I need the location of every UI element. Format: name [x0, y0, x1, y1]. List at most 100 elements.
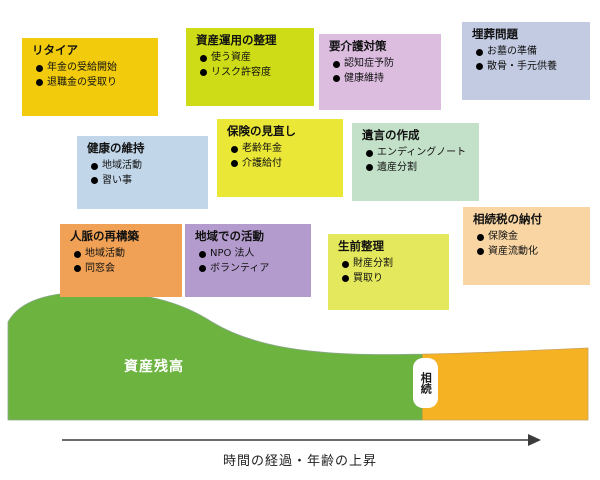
- bullet-icon: [91, 177, 98, 185]
- card-title: 人脈の再構築: [70, 229, 139, 243]
- bullet-icon: [199, 265, 206, 273]
- card-list-item: 使う資産: [200, 51, 306, 66]
- card-list-item: エンディングノート: [366, 146, 471, 161]
- balance-area-group: [7, 291, 589, 421]
- card-title: 健康の維持: [87, 141, 145, 155]
- card-will[interactable]: 遺言の作成エンディングノート遺産分割: [352, 123, 479, 201]
- card-list-item: 健康維持: [333, 72, 433, 87]
- card-item-list: 地域活動同窓会: [68, 247, 174, 276]
- time-axis-caption: 時間の経過・年齢の上昇: [222, 454, 377, 469]
- bullet-icon: [36, 79, 43, 87]
- card-item-list: 老齢年金介護給付: [225, 142, 335, 171]
- card-item-list: 保険金資産流動化: [471, 230, 582, 259]
- card-inheritance-tax[interactable]: 相続税の納付保険金資産流動化: [463, 207, 590, 285]
- card-list-item-label: 退職金の受取り: [47, 76, 117, 88]
- card-list-item-label: お墓の準備: [487, 46, 537, 58]
- card-title: 保険の見直し: [227, 124, 296, 138]
- bullet-icon: [74, 265, 81, 273]
- inheritance-marker-label: 相続: [419, 372, 433, 394]
- card-list-item-label: エンディングノート: [377, 147, 467, 159]
- card-list-item-label: 買取り: [353, 272, 383, 284]
- balance-area-orange: [422, 347, 589, 421]
- card-network[interactable]: 人脈の再構築地域活動同窓会: [60, 224, 182, 297]
- bullet-icon: [36, 64, 43, 72]
- card-title: 資産運用の整理: [196, 33, 277, 47]
- bullet-icon: [333, 60, 340, 68]
- card-list-item-label: 同窓会: [85, 262, 115, 274]
- card-item-list: お墓の準備散骨・手元供養: [470, 45, 582, 74]
- card-list-item-label: 遺産分割: [377, 161, 417, 173]
- card-item-list: 認知症予防健康維持: [327, 57, 433, 86]
- bullet-icon: [366, 164, 373, 172]
- card-list-item: リスク許容度: [200, 66, 306, 81]
- card-asset-management[interactable]: 資産運用の整理使う資産リスク許容度: [186, 28, 314, 106]
- card-retire[interactable]: リタイア年金の受給開始退職金の受取り: [22, 38, 158, 116]
- card-list-item: 年金の受給開始: [36, 61, 150, 76]
- card-list-item-label: 資産流動化: [488, 245, 538, 257]
- card-item-list: 使う資産リスク許容度: [194, 51, 306, 80]
- card-list-item-label: 老齢年金: [242, 143, 282, 155]
- card-list-item-label: 年金の受給開始: [47, 62, 117, 74]
- bullet-icon: [231, 160, 238, 168]
- card-health[interactable]: 健康の維持地域活動習い事: [77, 136, 208, 209]
- card-care-prevention[interactable]: 要介護対策認知症予防健康維持: [319, 34, 441, 110]
- card-list-item-label: 財産分割: [353, 258, 393, 270]
- card-item-list: エンディングノート遺産分割: [360, 146, 471, 175]
- card-insurance[interactable]: 保険の見直し老齢年金介護給付: [217, 119, 343, 197]
- card-list-item: 保険金: [477, 230, 582, 245]
- bullet-icon: [366, 149, 373, 157]
- bullet-icon: [74, 250, 81, 258]
- bullet-icon: [200, 69, 207, 77]
- card-list-item-label: 習い事: [102, 174, 132, 186]
- card-list-item: 散骨・手元供養: [476, 60, 582, 75]
- bullet-icon: [231, 145, 238, 153]
- card-item-list: 年金の受給開始退職金の受取り: [30, 61, 150, 90]
- bullet-icon: [333, 75, 340, 83]
- asset-balance-label: 資産残高: [124, 359, 184, 375]
- card-list-item: 介護給付: [231, 157, 335, 172]
- card-list-item-label: ボランティア: [210, 262, 270, 274]
- card-item-list: NPO 法人ボランティア: [193, 247, 303, 276]
- bullet-icon: [477, 233, 484, 241]
- axis-arrow-icon: [528, 434, 541, 446]
- bullet-icon: [91, 162, 98, 170]
- card-list-item-label: 使う資産: [211, 52, 251, 64]
- card-community[interactable]: 地域での活動 NPO 法人ボランティア: [185, 224, 311, 297]
- card-list-item: 退職金の受取り: [36, 76, 150, 91]
- card-list-item: 習い事: [91, 174, 200, 189]
- card-title: 地域での活動: [195, 229, 264, 243]
- card-pre-death-organizing[interactable]: 生前整理財産分割買取り: [328, 234, 449, 310]
- card-title: 要介護対策: [329, 39, 387, 53]
- card-list-item: 同窓会: [74, 262, 174, 277]
- card-list-item: 資産流動化: [477, 245, 582, 260]
- card-list-item: 財産分割: [342, 257, 441, 272]
- bullet-icon: [476, 63, 483, 71]
- time-axis: [62, 434, 541, 446]
- bullet-icon: [476, 48, 483, 56]
- card-item-list: 財産分割買取り: [336, 257, 441, 286]
- card-list-item-label: NPO 法人: [210, 248, 255, 260]
- card-title: リタイア: [32, 43, 78, 57]
- card-list-item-label: 健康維持: [344, 72, 384, 84]
- card-list-item: お墓の準備: [476, 45, 582, 60]
- card-title: 相続税の納付: [473, 212, 542, 226]
- card-burial[interactable]: 埋葬問題お墓の準備散骨・手元供養: [462, 22, 590, 100]
- card-list-item: 買取り: [342, 272, 441, 287]
- card-list-item: 老齢年金: [231, 142, 335, 157]
- card-title: 遺言の作成: [362, 128, 420, 142]
- card-list-item-label: 地域活動: [85, 248, 125, 260]
- card-list-item: NPO 法人: [199, 247, 303, 262]
- card-list-item-label: 介護給付: [242, 157, 282, 169]
- card-list-item-label: リスク許容度: [211, 66, 271, 78]
- card-list-item: 認知症予防: [333, 57, 433, 72]
- card-list-item-label: 認知症予防: [344, 58, 394, 70]
- bullet-icon: [199, 250, 206, 258]
- bullet-icon: [342, 260, 349, 268]
- card-list-item-label: 保険金: [488, 231, 518, 243]
- card-list-item: 遺産分割: [366, 161, 471, 176]
- bullet-icon: [200, 54, 207, 62]
- inheritance-marker: 相続: [413, 358, 438, 408]
